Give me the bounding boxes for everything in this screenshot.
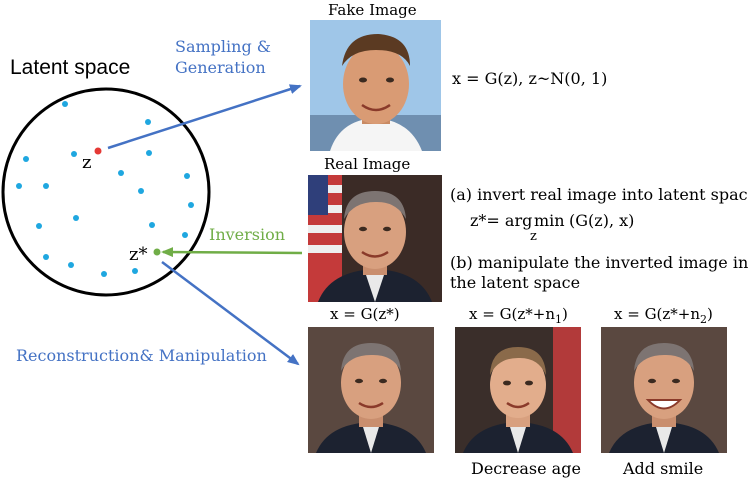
latent-sample (149, 222, 155, 228)
real-image-caption: Real Image (324, 155, 411, 173)
latent-sample (138, 188, 144, 194)
sampling-arrow (107, 84, 302, 150)
latent-sample (182, 232, 188, 238)
reconstruction-arrow (161, 261, 300, 366)
add-smile-face-image (601, 327, 727, 453)
latent-space-circle (1, 87, 211, 297)
output-age-equation: x = G(z*+n1) (469, 305, 568, 326)
step-b-text-line1: (b) manipulate the inverted image in (450, 253, 748, 272)
step-a-text: (a) invert real image into latent space (450, 185, 748, 204)
latent-sample (23, 156, 29, 162)
argmin-operator: min (534, 211, 565, 230)
latent-sample (118, 170, 124, 176)
latent-sample (132, 268, 138, 274)
argmin-rhs: (G(z), x) (569, 211, 635, 230)
fake-face-image (310, 20, 441, 151)
latent-sample (71, 151, 77, 157)
output-reconstruction-equation: x = G(z*) (330, 305, 400, 323)
reconstructed-face-image (308, 327, 434, 453)
add-smile-caption: Add smile (623, 459, 704, 478)
latent-samples (16, 101, 194, 277)
decrease-age-caption: Decrease age (471, 459, 581, 478)
latent-sample (36, 223, 42, 229)
latent-sample (146, 150, 152, 156)
decreased-age-face-image (455, 327, 581, 453)
latent-sample (73, 215, 79, 221)
inversion-label: Inversion (209, 225, 286, 244)
latent-sample (43, 183, 49, 189)
zstar-point (153, 248, 161, 256)
sampling-label-line1: Sampling & (175, 37, 272, 56)
inversion-arrow (161, 247, 303, 258)
latent-sample (184, 173, 190, 179)
argmin-subscript: z (530, 229, 537, 244)
latent-sample (62, 101, 68, 107)
latent-sample (188, 202, 194, 208)
z-point (94, 147, 102, 155)
step-b-text-line2: the latent space (450, 273, 581, 292)
latent-sample (43, 254, 49, 260)
zstar-label: z* (129, 244, 148, 265)
reconstruction-label: Reconstruction& Manipulation (16, 346, 267, 365)
fake-equation: x = G(z), z~N(0, 1) (452, 69, 608, 88)
sampling-label-line2: Generation (175, 58, 266, 77)
real-face-image (308, 175, 442, 302)
latent-sample (101, 271, 107, 277)
z-label: z (82, 152, 92, 173)
fake-image-caption: Fake Image (328, 1, 417, 19)
latent-sample (145, 119, 151, 125)
latent-space-title: Latent space (10, 56, 131, 79)
output-smile-equation: x = G(z*+n2) (614, 305, 713, 326)
latent-sample (16, 183, 22, 189)
argmin-lhs: z*= arg (470, 211, 533, 230)
latent-sample (68, 262, 74, 268)
